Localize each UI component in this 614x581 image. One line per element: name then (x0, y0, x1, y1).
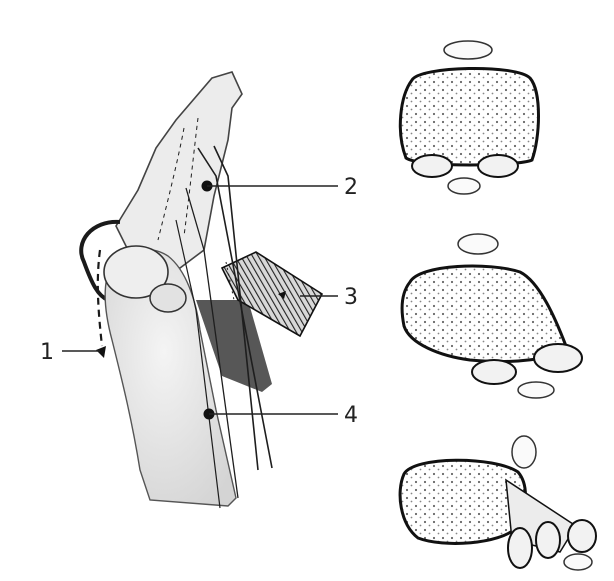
cross-section-middle (402, 234, 582, 398)
callout-label-2: 2 (344, 175, 358, 200)
small-oval-bone (150, 284, 186, 312)
cross-section-upper (400, 41, 538, 194)
cross-section-lower (400, 436, 596, 570)
callout-label-1: 1 (40, 340, 54, 365)
upper-bone (116, 72, 242, 268)
callout-label-3: 3 (344, 285, 358, 310)
lateral-bone-illustration (81, 72, 322, 508)
callout-label-4: 4 (344, 403, 358, 428)
callout-point-1 (96, 346, 106, 358)
